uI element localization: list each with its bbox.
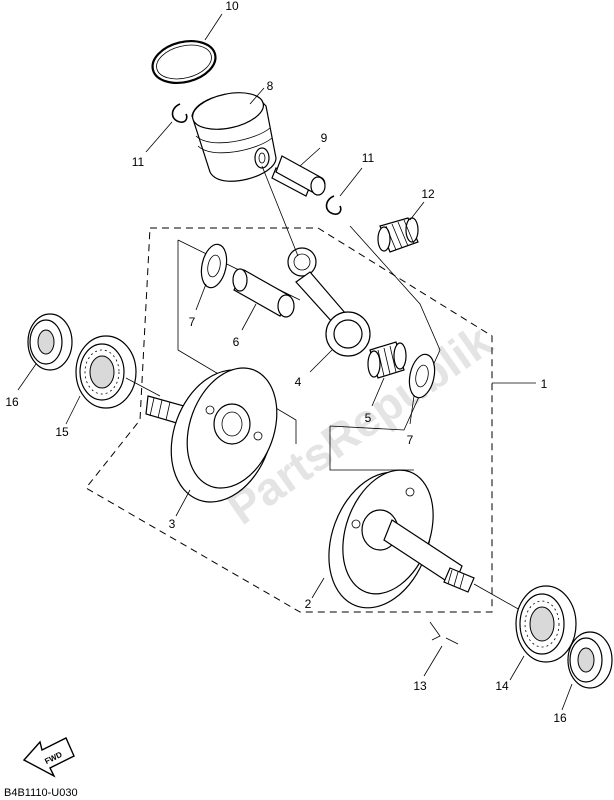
axis-right xyxy=(473,583,521,611)
callout-3: 3 xyxy=(169,517,176,531)
crank-right xyxy=(328,469,475,609)
piston-pin xyxy=(271,155,326,197)
callout-4: 4 xyxy=(295,375,302,389)
axis-left xyxy=(125,377,161,397)
callout-16b: 16 xyxy=(553,711,567,725)
oil-seal-right xyxy=(567,631,613,689)
leader-6 xyxy=(241,303,257,331)
piston-ring xyxy=(151,40,217,84)
piston xyxy=(191,92,277,182)
washer-right xyxy=(408,353,436,399)
leader-7b xyxy=(409,395,415,425)
diagram-code: B4B1110-U030 xyxy=(4,787,78,799)
circlip-right xyxy=(325,195,342,215)
callout-2: 2 xyxy=(305,597,312,611)
callout-7b: 7 xyxy=(407,433,414,447)
bearing-right xyxy=(515,585,577,663)
leader-7a xyxy=(195,283,207,311)
callout-10: 10 xyxy=(225,0,239,13)
leader-5 xyxy=(371,377,385,407)
crank-pin xyxy=(232,268,295,318)
woodruff-key xyxy=(429,621,459,645)
callout-12: 12 xyxy=(421,187,435,201)
connecting-rod xyxy=(261,165,371,357)
callout-9: 9 xyxy=(321,131,328,145)
leader-15 xyxy=(65,395,81,425)
callout-14: 14 xyxy=(495,679,509,693)
leader-16a xyxy=(17,363,37,391)
bracket-lower xyxy=(329,426,414,471)
leader-12 xyxy=(409,201,425,221)
callout-11a: 11 xyxy=(132,155,145,169)
leader-8 xyxy=(249,87,265,105)
leader-2 xyxy=(311,577,325,599)
oil-seal-left xyxy=(27,313,73,371)
leader-11a xyxy=(145,121,173,153)
fwd-arrow-icon: FWD xyxy=(22,737,75,778)
leader-14 xyxy=(509,655,525,681)
callout-5: 5 xyxy=(365,411,372,425)
washer-left xyxy=(200,243,228,289)
leader-16b xyxy=(561,683,573,711)
callout-6: 6 xyxy=(233,335,240,349)
leader-9 xyxy=(299,147,321,167)
callout-13: 13 xyxy=(413,679,427,693)
leader-11b xyxy=(339,167,363,197)
circlip-left xyxy=(171,103,188,123)
callout-7a: 7 xyxy=(189,315,196,329)
big-end-bearing xyxy=(367,341,407,379)
leader-10 xyxy=(204,13,223,41)
leader-13 xyxy=(423,645,443,677)
callout-11b: 11 xyxy=(362,151,375,165)
callout-15: 15 xyxy=(55,425,69,439)
bracket-right xyxy=(329,225,441,431)
callout-1: 1 xyxy=(541,377,548,391)
callout-16a: 16 xyxy=(5,395,19,409)
leader-3 xyxy=(175,489,191,517)
leader-4 xyxy=(309,349,333,373)
small-end-bearing xyxy=(377,217,419,253)
crank-left xyxy=(145,367,278,503)
bearing-left xyxy=(75,335,137,409)
assembly-outline xyxy=(85,227,493,613)
callout-8: 8 xyxy=(267,79,274,93)
